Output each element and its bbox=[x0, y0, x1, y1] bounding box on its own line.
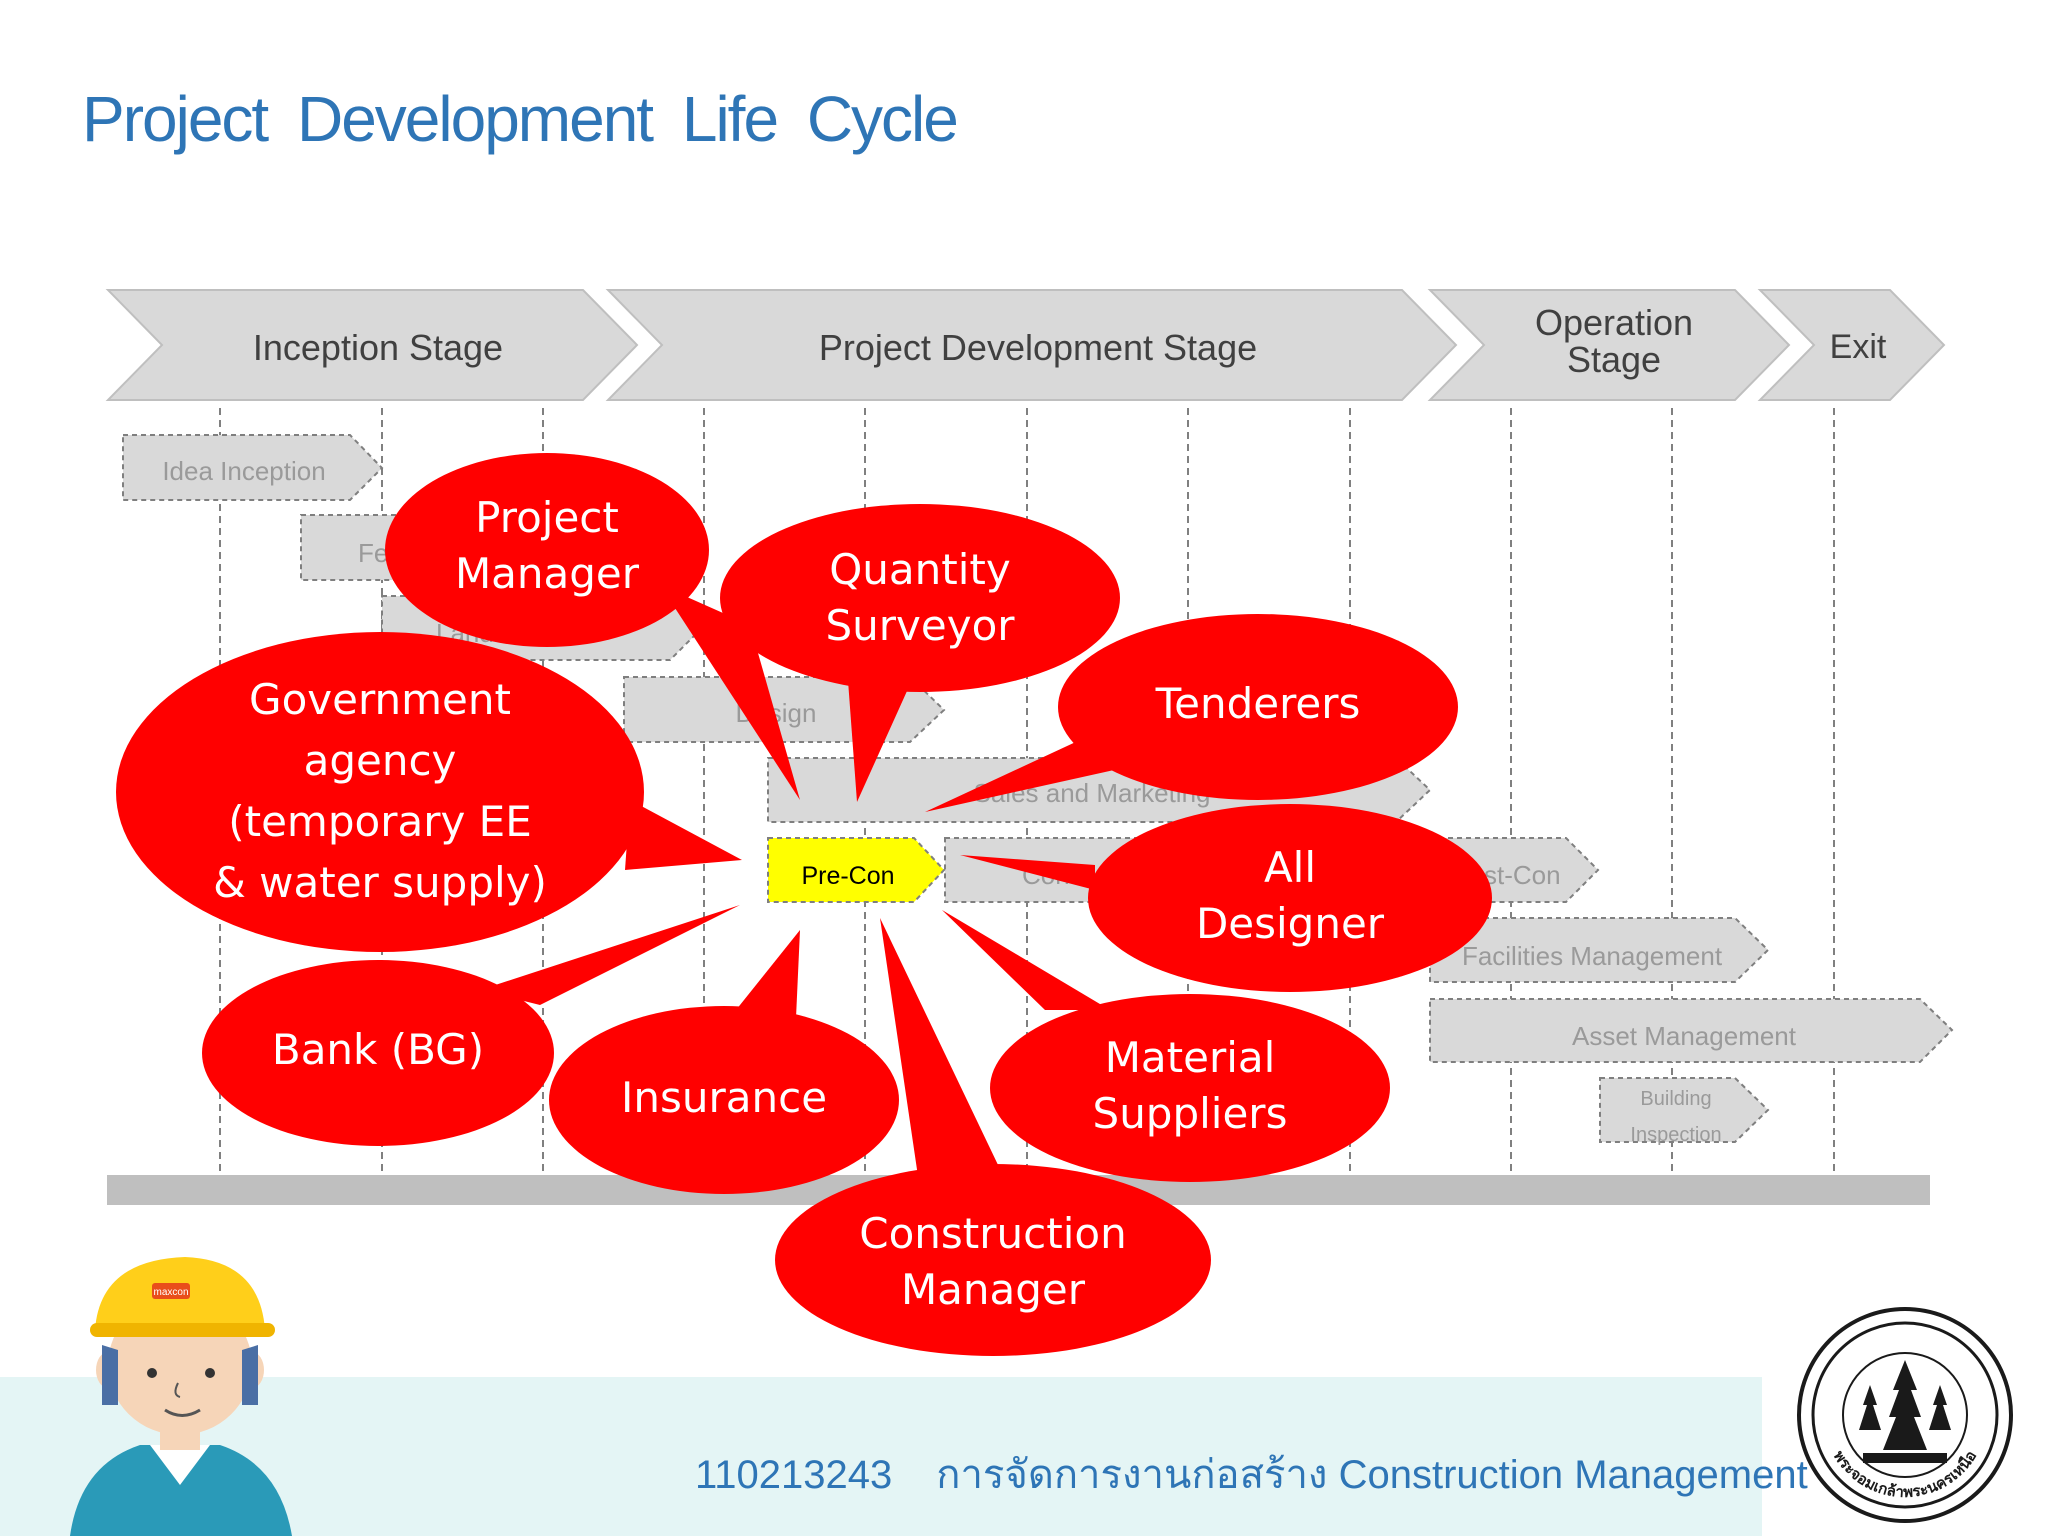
stakeholder-labels: Project Manager Quantity Surveyor Tender… bbox=[213, 493, 1385, 1314]
callout-bank bbox=[202, 905, 740, 1146]
callout-label-government-line2: agency bbox=[304, 736, 457, 785]
stage-chevron-operation bbox=[1427, 289, 1791, 401]
callout-label-construction-manager-line1: Construction bbox=[859, 1209, 1126, 1258]
callout-label-material-suppliers-line2: Suppliers bbox=[1093, 1089, 1288, 1138]
callout-label-quantity-surveyor-line2: Surveyor bbox=[825, 601, 1015, 650]
stage-chevron-exit bbox=[1757, 289, 1946, 401]
callout-tenderers bbox=[925, 614, 1458, 812]
activity-bar-asset bbox=[1429, 998, 1954, 1063]
callout-label-material-suppliers-line1: Material bbox=[1105, 1033, 1276, 1082]
stage-chevrons: Inception Stage Project Development Stag… bbox=[105, 289, 1946, 401]
stage-label-operation-line1: Operation bbox=[1535, 302, 1693, 343]
helmet-label: maxcon bbox=[153, 1287, 188, 1298]
callout-label-project-manager-line1: Project bbox=[475, 493, 619, 542]
activity-label-building-line1: Building bbox=[1640, 1088, 1711, 1110]
callout-quantity-surveyor bbox=[720, 504, 1120, 802]
activity-bar-facilities bbox=[1429, 917, 1770, 983]
stage-label-development: Project Development Stage bbox=[819, 327, 1257, 368]
callout-construction-manager bbox=[775, 918, 1211, 1356]
callout-label-project-manager-line2: Manager bbox=[455, 549, 640, 598]
callout-label-government-line1: Government bbox=[249, 675, 511, 724]
stage-label-inception: Inception Stage bbox=[253, 327, 503, 368]
callout-label-all-designer-line1: All bbox=[1264, 843, 1316, 892]
callout-label-government-line4: & water supply) bbox=[213, 858, 547, 907]
activity-label-feasibility: Fe bbox=[358, 538, 388, 568]
page-title: Project Development Life Cycle bbox=[82, 83, 959, 155]
activity-bar-precon bbox=[767, 837, 946, 903]
callout-insurance bbox=[549, 930, 899, 1194]
callout-all-designer bbox=[960, 804, 1492, 992]
footer-course-info: 110213243 การจัดการงานก่อสร้าง Constructi… bbox=[695, 1442, 1852, 1506]
callout-label-government-line3: (temporary EE bbox=[228, 797, 532, 846]
activity-bar-building-inspection bbox=[1599, 1077, 1770, 1143]
callout-government bbox=[116, 632, 742, 952]
engineer-mascot-icon: maxcon bbox=[70, 1257, 292, 1536]
activity-label-facilities: Facilities Management bbox=[1462, 941, 1723, 971]
callout-label-all-designer-line2: Designer bbox=[1196, 899, 1385, 948]
callout-label-bank: Bank (BG) bbox=[272, 1025, 484, 1074]
activity-bar-idea-inception bbox=[122, 434, 384, 501]
callout-label-tenderers: Tenderers bbox=[1155, 679, 1361, 728]
stage-label-exit: Exit bbox=[1830, 328, 1887, 366]
activity-label-idea-inception: Idea Inception bbox=[162, 456, 325, 486]
footer-course-name: การจัดการงานก่อสร้าง Construction Manage… bbox=[936, 1453, 1808, 1497]
stage-chevron-inception bbox=[105, 289, 639, 401]
stage-label-operation-line2: Stage bbox=[1567, 339, 1661, 380]
callout-label-insurance: Insurance bbox=[621, 1073, 827, 1122]
footer-course-code: 110213243 bbox=[695, 1453, 893, 1497]
university-seal-icon: พระจอมเกล้าพระนครเหนือ bbox=[1797, 1307, 2013, 1523]
callout-project-manager bbox=[385, 453, 800, 800]
footer-band bbox=[0, 1377, 1762, 1536]
stakeholder-bubbles bbox=[116, 453, 1492, 1356]
activity-label-asset: Asset Management bbox=[1572, 1021, 1797, 1051]
callout-material-suppliers bbox=[942, 910, 1390, 1182]
activity-label-postcon: st-Con bbox=[1484, 860, 1561, 890]
callout-label-quantity-surveyor-line1: Quantity bbox=[829, 545, 1011, 594]
activity-label-building-line2: Inspection bbox=[1630, 1124, 1721, 1146]
stage-chevron-development bbox=[605, 289, 1458, 401]
activity-label-precon: Pre-Con bbox=[801, 862, 894, 890]
callout-label-construction-manager-line2: Manager bbox=[901, 1265, 1086, 1314]
